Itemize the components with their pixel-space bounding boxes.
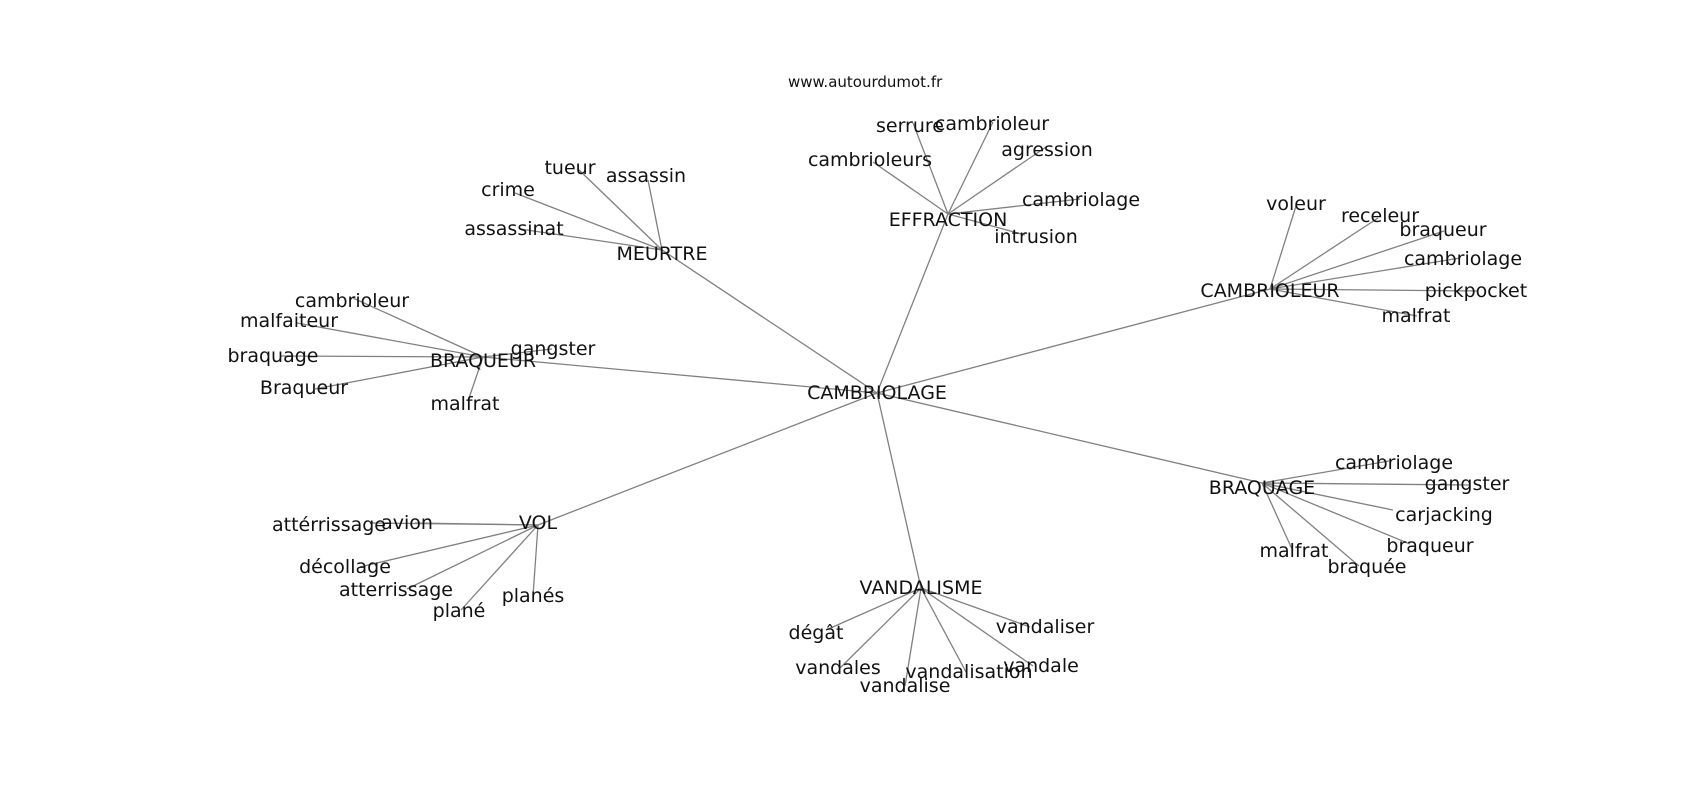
- leaf-node-braquage-cambriolage: cambriolage: [1335, 452, 1453, 474]
- leaf-node-braqueur-cambrioleur: cambrioleur: [295, 290, 409, 312]
- edge-braquage-to-gangster: [1261, 482, 1471, 486]
- edge-center-to-cambrioleur: [876, 288, 1271, 394]
- leaf-node-cambrioleur-voleur: voleur: [1266, 193, 1326, 215]
- edge-cambrioleur-to-pickpocket: [1269, 288, 1479, 292]
- edge-cambrioleur-to-malfrat: [1269, 288, 1418, 317]
- hub-node-cambrioleur: CAMBRIOLEUR: [1200, 280, 1339, 302]
- center-node-label: CAMBRIOLAGE: [807, 382, 947, 404]
- leaf-node-meurtre-crime: crime: [481, 179, 535, 201]
- leaf-node-cambrioleur-pickpocket: pickpocket: [1425, 280, 1527, 302]
- edge-vol-to-avion: [414, 522, 539, 526]
- leaf-node-effraction-cambriolage: cambriolage: [1022, 189, 1140, 211]
- edge-braquage-to-cambriolage: [1261, 460, 1390, 484]
- leaf-node-meurtre-tueur: tueur: [544, 157, 595, 179]
- edge-cambrioleur-to-cambriolage: [1269, 257, 1461, 290]
- edge-center-to-vol: [537, 392, 878, 526]
- leaf-node-braqueur-malfrat: malfrat: [430, 393, 499, 415]
- hub-node-meurtre: MEURTRE: [617, 243, 708, 265]
- edge-vandalisme-to-vandalisation: [920, 587, 967, 673]
- leaf-node-vol-atterrissage: atterrissage: [339, 579, 453, 601]
- leaf-node-braqueur-braqueur: Braqueur: [260, 377, 348, 399]
- leaf-node-vandalisme-vandale: vandale: [1003, 655, 1079, 677]
- leaf-node-vol-planes: planés: [502, 585, 565, 607]
- hub-node-braqueur: BRAQUEUR: [430, 350, 536, 372]
- leaf-node-effraction-cambrioleurs: cambrioleurs: [808, 149, 932, 171]
- edge-vol-to-plane: [460, 524, 539, 611]
- edge-cambrioleur-to-voleur: [1269, 205, 1297, 290]
- edge-effraction-to-serrure: [912, 122, 949, 215]
- edge-vol-to-planes: [532, 524, 539, 597]
- edge-braquage-to-braqueur: [1261, 482, 1411, 545]
- edge-braqueur-to-braqueur: [314, 356, 484, 390]
- leaf-node-braquage-gangster: gangster: [1425, 473, 1510, 495]
- leaf-node-effraction-serrure: serrure: [876, 115, 944, 137]
- leaf-node-cambrioleur-braqueur: braqueur: [1399, 219, 1486, 241]
- leaf-node-cambrioleur-receleur: receleur: [1341, 205, 1419, 227]
- leaf-node-braqueur-gangster: gangster: [511, 338, 596, 360]
- leaf-node-vol-atterrissage: attérrissage: [272, 514, 386, 536]
- edge-center-to-braquage: [876, 392, 1263, 484]
- hub-node-effraction: EFFRACTION: [889, 209, 1008, 231]
- leaf-node-vol-avion: avion: [381, 512, 433, 534]
- edge-vandalisme-to-vandalise: [904, 587, 922, 687]
- leaf-node-cambrioleur-cambriolage: cambriolage: [1404, 248, 1522, 270]
- leaf-node-braqueur-malfaiteur: malfaiteur: [240, 310, 338, 332]
- leaf-node-vandalisme-degat: dégât: [789, 622, 844, 644]
- edge-braqueur-to-braquage: [279, 355, 484, 358]
- leaf-node-effraction-intrusion: intrusion: [994, 226, 1077, 248]
- leaf-node-vandalisme-vandaliser: vandaliser: [996, 616, 1095, 638]
- hub-node-braquage: BRAQUAGE: [1209, 477, 1315, 499]
- edge-center-to-vandalisme: [876, 392, 922, 589]
- edge-braqueur-to-gangster: [482, 348, 553, 358]
- edge-braqueur-to-cambrioleur: [352, 297, 484, 358]
- leaf-node-braquage-carjacking: carjacking: [1395, 504, 1493, 526]
- leaf-node-meurtre-assassinat: assassinat: [464, 218, 563, 240]
- leaf-node-braquage-braquee: braquée: [1328, 556, 1407, 578]
- edge-vandalisme-to-vandaliser: [920, 587, 1031, 628]
- leaf-node-vol-decollage: décollage: [299, 556, 391, 578]
- edge-center-to-effraction: [876, 213, 949, 394]
- edge-center-to-meurtre: [661, 249, 878, 394]
- edge-meurtre-to-assassin: [647, 179, 663, 251]
- edge-braqueur-to-malfaiteur: [296, 322, 484, 358]
- source-url: www.autourdumot.fr: [788, 73, 943, 91]
- edge-meurtre-to-tueur: [577, 168, 663, 251]
- edge-vandalisme-to-vandales: [839, 587, 922, 669]
- leaf-node-effraction-agression: agression: [1001, 139, 1093, 161]
- edge-effraction-to-cambrioleur: [947, 121, 994, 215]
- leaf-node-vol-plane: plané: [433, 600, 486, 622]
- edge-meurtre-to-crime: [514, 192, 663, 251]
- edge-effraction-to-cambrioleurs: [872, 161, 949, 215]
- edge-vandalisme-to-vandale: [920, 587, 1034, 667]
- edge-braquage-to-carjacking: [1261, 482, 1394, 511]
- leaf-node-braqueur-braquage: braquage: [227, 345, 318, 367]
- edge-effraction-to-intrusion: [947, 213, 1026, 236]
- edge-meurtre-to-assassinat: [519, 228, 663, 251]
- leaf-node-vandalisme-vandalise: vandalise: [860, 675, 951, 697]
- edge-center-to-braqueur: [482, 356, 878, 394]
- edge-effraction-to-cambriolage: [947, 198, 1081, 215]
- edge-vol-to-decollage: [359, 524, 539, 568]
- labels-layer: CAMBRIOLAGE MEURTRE tueur assassin crime assa…: [227, 113, 1527, 697]
- leaf-node-meurtre-assassin: assassin: [606, 165, 686, 187]
- leaf-node-effraction-cambrioleur: cambrioleur: [935, 113, 1049, 135]
- edge-effraction-to-agression: [947, 146, 1047, 215]
- edge-braquage-to-malfrat: [1261, 482, 1293, 550]
- hub-node-vandalisme: VANDALISME: [860, 577, 983, 599]
- leaf-node-braquage-braqueur: braqueur: [1386, 535, 1473, 557]
- edge-braqueur-to-malfrat: [467, 356, 484, 402]
- leaf-node-braquage-malfrat: malfrat: [1259, 540, 1328, 562]
- edge-braquage-to-braquee: [1261, 482, 1360, 567]
- edge-vandalisme-to-degat: [825, 587, 922, 631]
- edge-cambrioleur-to-braqueur: [1269, 230, 1445, 290]
- edges-layer: [279, 121, 1479, 687]
- edge-vol-to-atterrissage: [406, 524, 539, 590]
- hub-node-vol: VOL: [519, 512, 558, 534]
- leaf-node-cambrioleur-malfrat: malfrat: [1381, 305, 1450, 327]
- leaf-node-vandalisme-vandalisation: vandalisation: [905, 661, 1032, 683]
- leaf-node-vandalisme-vandales: vandales: [795, 657, 881, 679]
- edge-cambrioleur-to-receleur: [1269, 217, 1379, 290]
